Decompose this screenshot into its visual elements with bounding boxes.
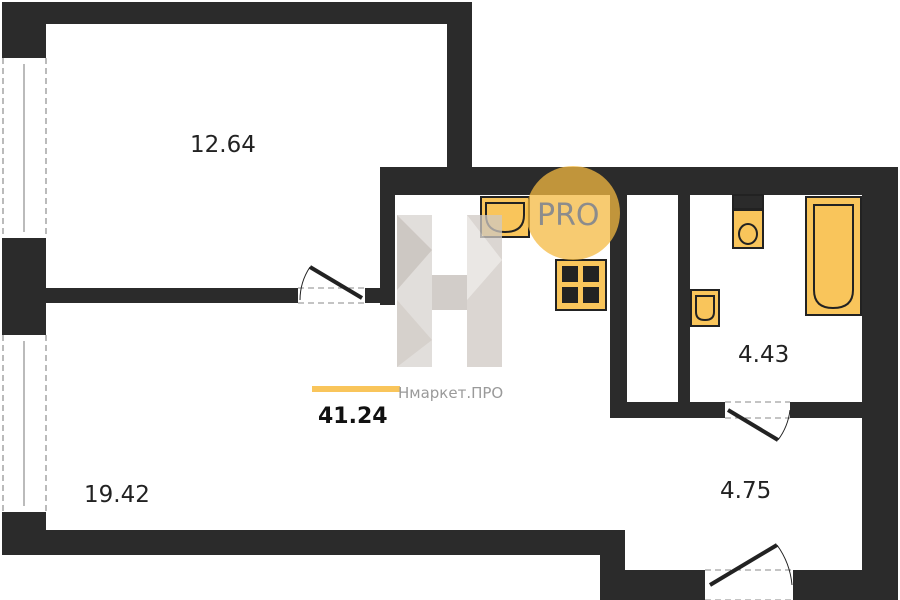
total-area: 41.24 xyxy=(318,404,388,429)
room-area-hallway: 4.75 xyxy=(720,478,771,504)
fixtures xyxy=(480,194,862,327)
watermark-text: Нмаркет.ПРО xyxy=(398,384,503,402)
pro-badge xyxy=(526,166,620,260)
pro-badge-text: PRO xyxy=(537,198,600,233)
room-area-living: 19.42 xyxy=(84,482,150,508)
windows xyxy=(2,58,47,512)
room-area-bathroom: 4.43 xyxy=(738,342,789,368)
doors xyxy=(298,265,793,600)
watermark-logo xyxy=(397,215,502,367)
room-area-bedroom: 12.64 xyxy=(190,132,256,158)
total-area-accent-bar xyxy=(312,386,400,392)
toilet-icon xyxy=(732,209,764,249)
